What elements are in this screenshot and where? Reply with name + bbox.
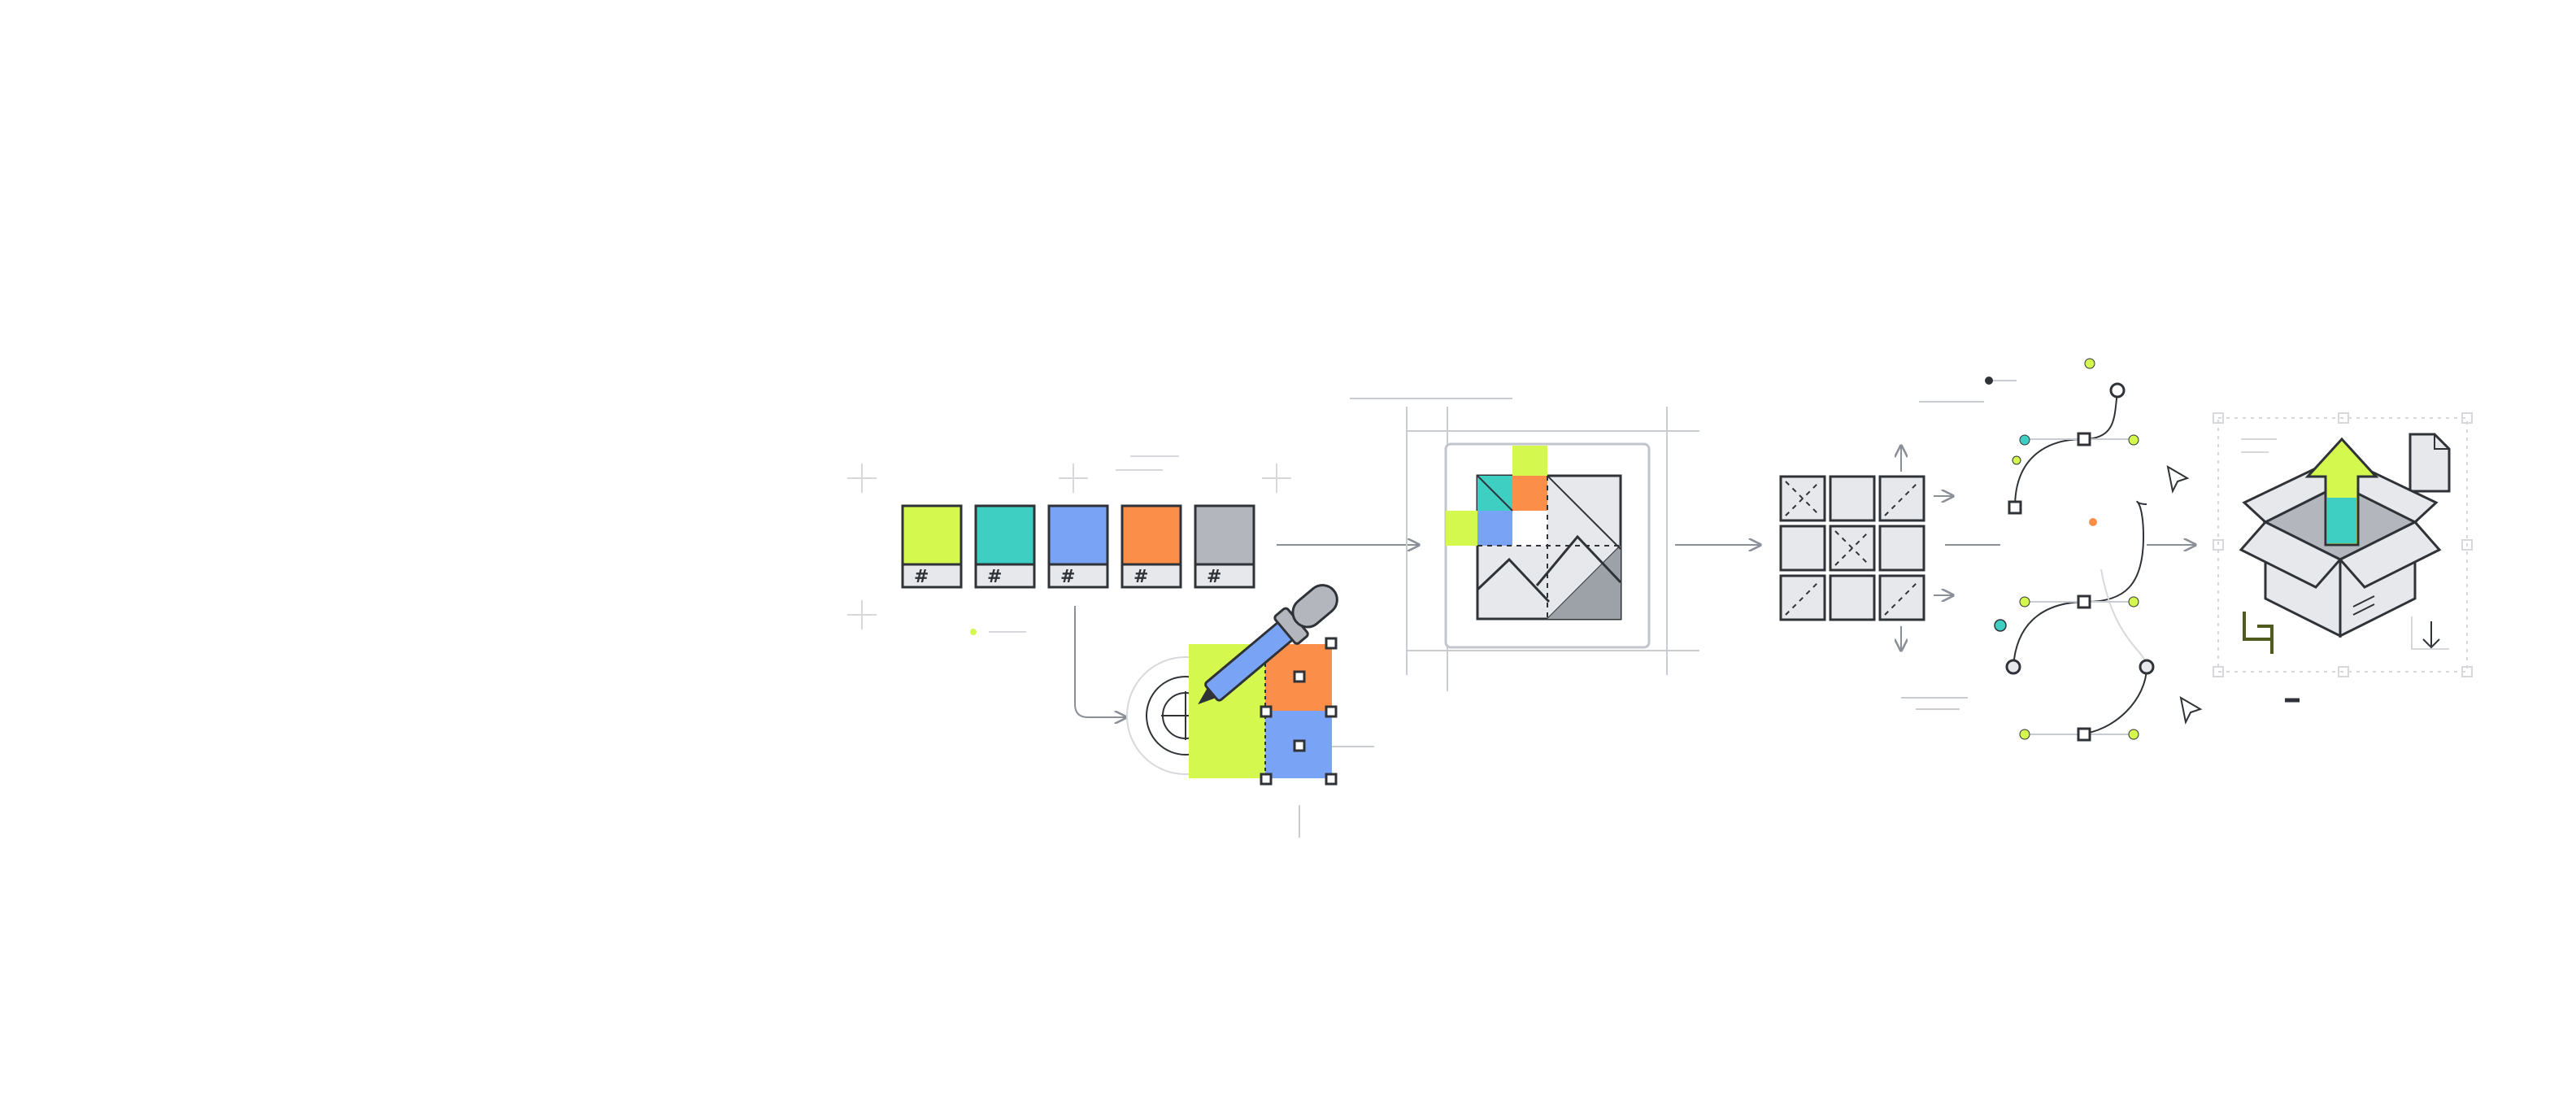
upload-arrow-icon <box>2304 437 2379 546</box>
grid-tiles-icon <box>1779 475 1925 621</box>
grid-tile <box>1829 475 1876 522</box>
grid-tile <box>1878 525 1925 572</box>
hex-code-mark: # <box>1060 567 1075 587</box>
grid-tile <box>1829 574 1876 621</box>
grid-tile <box>1779 574 1826 621</box>
sparkle-dot <box>970 629 977 635</box>
palette-swatches-icon: # # # # # <box>847 455 1291 635</box>
grid-tile <box>1779 525 1826 572</box>
export-box-icon <box>2213 412 2473 703</box>
hex-code-mark: # <box>1134 567 1148 587</box>
cursor-icon <box>2166 465 2190 494</box>
selection-handles <box>1260 637 1338 786</box>
swatch-row: # # # # # <box>901 504 1255 589</box>
color-swatch: # <box>974 504 1036 589</box>
image-frame-icon <box>1350 398 1699 691</box>
grid-tile <box>1779 475 1826 522</box>
crop-icon <box>2243 612 2274 654</box>
grid-tile <box>1878 475 1925 522</box>
color-swatch: # <box>1194 504 1255 589</box>
color-swatch: # <box>1120 504 1182 589</box>
dropper-body <box>1198 584 1338 705</box>
cursor-icon <box>2179 696 2203 725</box>
color-swatch: # <box>1047 504 1109 589</box>
bezier-nodes-icon <box>1901 358 2203 742</box>
color-swatch: # <box>901 504 963 589</box>
grid-expand-arrows <box>1901 446 2000 651</box>
file-icon <box>2408 433 2451 493</box>
flow-arrow-palette-to-picker <box>1074 606 1126 717</box>
path-anchor-nodes <box>1994 358 2155 742</box>
hex-code-mark: # <box>1207 567 1221 587</box>
hex-code-mark: # <box>914 567 929 587</box>
grid-tile <box>1878 574 1925 621</box>
hex-code-mark: # <box>987 567 1002 587</box>
grid-tile <box>1829 525 1876 572</box>
eyedropper-icon <box>1126 584 1374 838</box>
